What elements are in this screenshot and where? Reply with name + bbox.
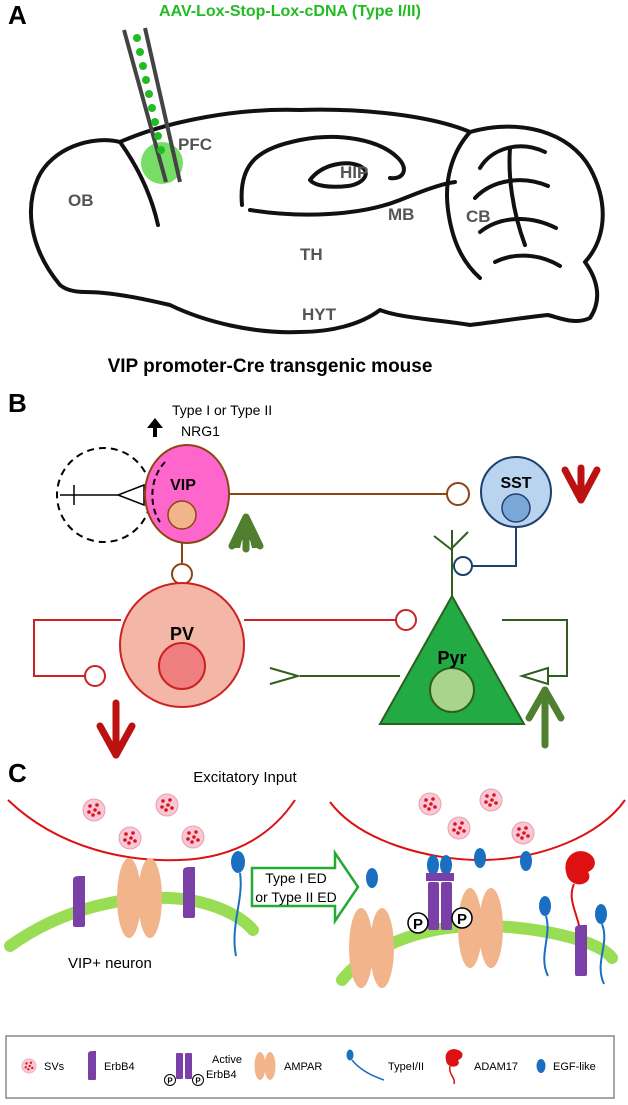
legend-active-label: Active: [212, 1054, 242, 1066]
phospho-1-icon: P: [407, 912, 429, 934]
pyr-recurrent-terminal: [518, 666, 549, 686]
pyr-apical-dendrite: [433, 530, 469, 598]
pyr-label: Pyr: [437, 648, 466, 668]
legend-item-svs: SVs: [21, 1058, 65, 1074]
region-hyt: HYT: [302, 305, 337, 324]
erbb4-right: [575, 925, 587, 976]
legend-item-egf-like: EGF-like: [536, 1059, 596, 1073]
phospho-2-label: P: [457, 911, 467, 928]
legend-ampar-label: AMPAR: [284, 1061, 322, 1073]
region-hip: HIP: [340, 163, 368, 182]
vip-nucleus: [167, 500, 197, 530]
pyr-pv-terminal: [269, 667, 302, 685]
pv-autapse-axon: [33, 619, 121, 677]
nrg1-type-icon: [346, 1049, 385, 1081]
legend-adam17-label: ADAM17: [474, 1061, 518, 1073]
pyr-cell: [378, 593, 526, 725]
synaptic-vesicles-right: [418, 788, 535, 845]
vip-pv-synapse: [171, 563, 193, 585]
vip-neuron-label: VIP+ neuron: [68, 955, 152, 972]
panel-b: B Type I or Type II NRG1 VIP SST: [8, 388, 601, 759]
injection-label: AAV-Lox-Stop-Lox-cDNA (Type I/II): [159, 3, 421, 20]
sv-icon: [21, 1058, 37, 1074]
legend-erbb4-label: ErbB4: [104, 1061, 135, 1073]
egf-like-free-1: [366, 868, 378, 888]
transition-arrow: [250, 848, 360, 926]
panel-a-letter: A: [8, 0, 27, 30]
region-pfc: PFC: [178, 135, 212, 154]
panel-b-letter: B: [8, 388, 27, 418]
nrg1-type-label: Type I or Type II: [172, 402, 272, 418]
erbb4-icon: [88, 1051, 96, 1080]
pyr-recurrent-axon: [502, 619, 568, 677]
legend-box: [5, 1035, 615, 1099]
ampar-right-1: [349, 908, 394, 988]
panel-c: C Excitatory Input Type I ED or Type II …: [4, 758, 626, 988]
transition-label-2: or Type II ED: [255, 889, 336, 905]
legend-item-type-i-ii: TypeI/II: [346, 1049, 424, 1081]
sst-nucleus: [501, 493, 531, 523]
phospho-2-icon: P: [451, 907, 473, 929]
legend-phospho-1: P: [167, 1077, 173, 1086]
pv-nucleus: [158, 642, 206, 690]
panel-c-letter: C: [8, 758, 27, 788]
pv-autapse-synapse: [84, 665, 106, 687]
region-mb: MB: [388, 205, 414, 224]
legend-active-erbb4-label: ErbB4: [206, 1069, 237, 1081]
vip-increase-arrow-stroke: [228, 513, 264, 553]
region-th: TH: [300, 245, 323, 264]
synaptic-vesicles-left: [82, 793, 205, 850]
phospho-1-label: P: [413, 916, 423, 933]
erbb4-left-2: [183, 867, 195, 918]
legend-item-erbb4: ErbB4: [88, 1051, 135, 1080]
nrg1-left: [231, 851, 245, 957]
presynaptic-terminal-left: [7, 799, 296, 862]
region-cb: CB: [466, 207, 491, 226]
legend-item-adam17: ADAM17: [445, 1049, 518, 1085]
legend-egf-label: EGF-like: [553, 1061, 596, 1073]
egf-like-free-3: [520, 851, 532, 871]
egf-like-free-2: [474, 848, 486, 868]
legend-type-label: TypeI/II: [388, 1061, 424, 1073]
ampar-icon: [254, 1052, 276, 1080]
panel-a: A AAV-Lox-Stop-Lox-cDNA (Type I/II): [8, 0, 605, 377]
sst-to-pyr-axon: [472, 527, 517, 567]
pyr-nucleus: [429, 667, 475, 713]
legend-item-ampar: AMPAR: [254, 1052, 322, 1080]
panel-a-caption: VIP promoter-Cre transgenic mouse: [108, 356, 433, 377]
vip-sst-synapse: [446, 482, 470, 506]
egf-like-icon: [536, 1059, 546, 1073]
input-terminal: [60, 483, 145, 507]
nrg1-up-arrow-icon: [147, 418, 163, 437]
active-erbb4-icon: P P: [164, 1053, 204, 1086]
legend: SVs ErbB4 P P Active ErbB4: [5, 1035, 615, 1099]
legend-phospho-2: P: [195, 1077, 201, 1086]
excitatory-input-label: Excitatory Input: [193, 769, 297, 786]
vip-label: VIP: [170, 477, 196, 494]
region-ob: OB: [68, 191, 94, 210]
adam17-icon: [445, 1049, 463, 1085]
active-erbb4-right: [426, 855, 454, 930]
nrg1-right-1: [539, 896, 551, 977]
vip-dashed-contact: [151, 461, 166, 523]
transition-label-1: Type I ED: [265, 870, 326, 886]
pv-label: PV: [170, 624, 194, 644]
nrg1-label: NRG1: [181, 423, 220, 439]
brain-outline: [29, 107, 605, 335]
sst-pyr-synapse: [453, 556, 473, 576]
nrg1-right-2: [595, 904, 607, 985]
legend-item-active-erbb4: P P Active ErbB4: [164, 1053, 242, 1086]
pv-pyr-synapse: [395, 609, 417, 631]
legend-svs-label: SVs: [44, 1061, 65, 1073]
injection-needle: [122, 27, 182, 183]
erbb4-left-1: [73, 876, 85, 927]
sst-label: SST: [500, 475, 531, 492]
ampar-left: [117, 858, 162, 938]
